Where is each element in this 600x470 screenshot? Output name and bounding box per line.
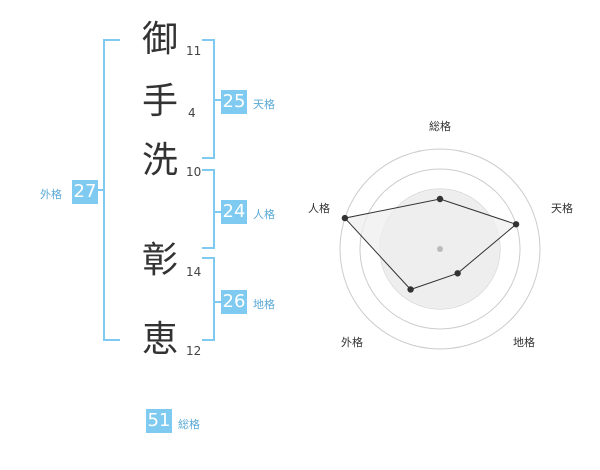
chikaku-bracket [202, 257, 215, 341]
radar-point-4 [407, 286, 414, 293]
radar-axis-label-5: 人格 [308, 201, 330, 215]
stroke-count-4: 14 [186, 265, 202, 279]
radar-axis-label-1: 総格 [429, 119, 451, 133]
name-char-4: 彰 [142, 240, 179, 281]
soukaku-label: 総格 [178, 418, 200, 431]
name-char-1: 御 [142, 19, 179, 60]
jinkaku-label: 人格 [253, 208, 275, 221]
chikaku-label: 地格 [253, 298, 275, 311]
chikaku-score: 26 [221, 290, 247, 314]
radar-data-polygon [343, 198, 518, 291]
jinkaku-bracket [202, 169, 215, 249]
name-char-3: 洗 [142, 140, 179, 181]
name-char-2: 手 [142, 81, 179, 122]
stroke-count-2: 4 [188, 106, 196, 120]
radar-ring-2 [359, 168, 521, 330]
radar-axis-label-4: 外格 [341, 335, 363, 349]
soukaku-score: 51 [146, 409, 172, 433]
tenkaku-score: 25 [221, 90, 247, 114]
stroke-count-5: 12 [186, 344, 202, 358]
name-char-5: 恵 [142, 319, 179, 360]
stroke-count-1: 11 [186, 44, 202, 58]
radar-point-1 [436, 195, 444, 203]
radar-ring-1 [339, 148, 541, 350]
radar-point-2 [512, 221, 520, 228]
radar-center-dot [437, 246, 443, 252]
radar-axis-label-3: 地格 [513, 335, 535, 349]
jinkaku-score: 24 [221, 200, 247, 224]
gaikaku-score: 27 [72, 180, 98, 204]
stroke-count-3: 10 [186, 165, 202, 179]
gaikaku-label: 外格 [40, 188, 62, 201]
radar-point-3 [454, 270, 461, 277]
radar-axis-label-2: 天格 [551, 201, 573, 215]
tenkaku-label: 天格 [253, 98, 275, 111]
radar-point-5 [341, 214, 349, 222]
